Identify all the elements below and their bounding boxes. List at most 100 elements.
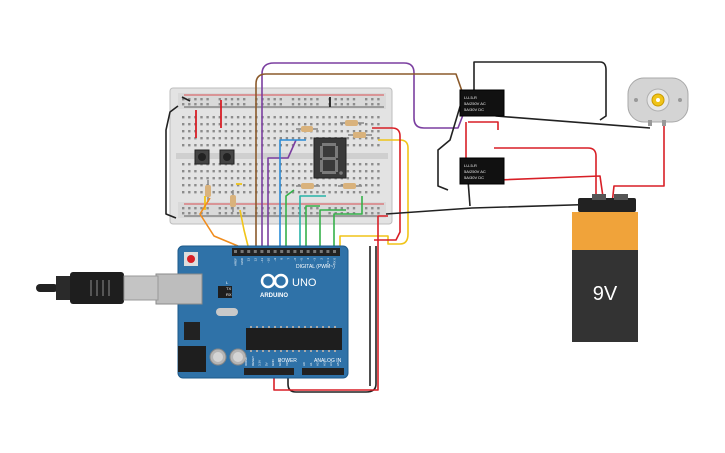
digital-pin[interactable] (293, 250, 297, 253)
push-button-2[interactable] (219, 149, 235, 165)
digital-label: DIGITAL (PWM~) (296, 264, 335, 270)
digital-pin-label: ~5 (300, 258, 304, 262)
power-pin-label: RESET (251, 356, 255, 366)
power-label: POWER (278, 358, 297, 364)
resistor-6[interactable] (205, 180, 211, 202)
wire-purple-display[interactable] (267, 139, 297, 246)
digital-pin[interactable] (300, 250, 303, 253)
wire-blue-display[interactable] (279, 139, 306, 246)
battery-label: 9V (593, 283, 618, 305)
power-pin-label: 3.3V (258, 360, 262, 366)
arduino-infinity-logo (260, 273, 289, 289)
digital-pin-label: 12 (253, 258, 257, 262)
analog-header[interactable] (302, 368, 344, 375)
wire-green-3[interactable] (319, 209, 346, 246)
digital-pin[interactable] (267, 250, 270, 253)
digital-pin[interactable] (319, 250, 323, 253)
analog-label: ANALOG IN (314, 358, 342, 364)
wire-red-5v[interactable] (273, 215, 388, 391)
battery-terminal-positive[interactable] (592, 194, 606, 200)
battery-orange-band (572, 212, 638, 250)
wire-black-left-rail[interactable] (165, 105, 179, 219)
relay-bottom-text-2: 5A/250V AC (464, 169, 486, 174)
wire-black-relays[interactable] (437, 99, 463, 191)
relay-top[interactable]: LU-5-R 5A/250V AC 5A/30V DC (459, 89, 505, 117)
digital-header[interactable] (232, 248, 340, 256)
digital-pin-label: 4 (306, 258, 310, 260)
relay-bottom-text-1: LU-5-R (464, 163, 477, 168)
analog-pin-label: A0 (302, 362, 306, 366)
wire-black-relay-top[interactable] (473, 61, 607, 121)
wire-red-relay-battery[interactable] (494, 147, 597, 204)
rx-label: RX (226, 292, 232, 297)
digital-pin[interactable] (273, 250, 277, 253)
digital-pin[interactable] (326, 250, 330, 253)
arduino-model-text: UNO (292, 277, 317, 289)
digital-pin-label: ~6 (293, 258, 297, 262)
power-header[interactable] (244, 368, 294, 375)
wire-green-2[interactable] (305, 205, 320, 246)
digital-pin[interactable] (240, 250, 244, 253)
arduino-uno-board[interactable]: ARDUINO UNO DIGITAL (PWM~) POWER ANALOG … (155, 245, 349, 379)
wire-red-breadboard[interactable] (372, 127, 401, 241)
digital-pin[interactable] (280, 250, 284, 253)
battery-9v[interactable]: 9V (572, 194, 638, 342)
digital-pin-label: RX 0 (333, 258, 337, 265)
digital-pin-label: 13 (247, 258, 251, 262)
digital-pin-label: TX 1 (326, 258, 330, 265)
wire-purple-to-relay[interactable] (261, 62, 464, 246)
battery-cap (578, 198, 636, 212)
digital-pin[interactable] (253, 250, 257, 253)
power-jack (178, 346, 206, 372)
relay-top-text-2: 5A/250V AC (464, 101, 486, 106)
digital-pin-label: 8 (280, 258, 284, 260)
resistor-7[interactable] (230, 190, 236, 212)
resistor-5[interactable] (338, 183, 362, 189)
digital-pin-label: AREF (234, 258, 238, 266)
digital-pin[interactable] (306, 250, 310, 253)
wire-yellow-2[interactable] (339, 139, 409, 246)
power-pin-label: 5V (264, 362, 268, 366)
wire-black-bb-battery[interactable] (385, 203, 605, 215)
analog-pin-label: A2 (316, 362, 320, 366)
wire-red-relay-short[interactable] (468, 121, 499, 130)
relay-bottom[interactable]: LU-5-R 5A/250V AC 5A/30V DC (459, 157, 505, 185)
push-button-1[interactable] (194, 149, 210, 165)
arduino-logo-text: ARDUINO (260, 293, 288, 299)
analog-pin-label: A3 (322, 362, 326, 366)
dc-motor[interactable] (627, 77, 689, 126)
wires (165, 61, 665, 393)
battery-terminal-negative[interactable] (614, 194, 628, 200)
digital-pin[interactable] (313, 250, 317, 253)
power-pin-label: Vin (285, 361, 289, 366)
wire-red-motor[interactable] (611, 122, 665, 205)
wire-black-relay-motor[interactable] (495, 110, 651, 129)
resistor-2[interactable] (340, 120, 364, 126)
digital-pin[interactable] (234, 250, 237, 253)
digital-pin-label: ~3 (313, 258, 317, 262)
wire-black-gnd[interactable] (287, 246, 377, 393)
digital-pin[interactable] (286, 250, 290, 253)
power-pin-label: IOREF (244, 357, 248, 366)
wire-brown-to-relay[interactable] (255, 73, 464, 246)
wire-green-4[interactable] (333, 196, 363, 246)
relay-top-text-1: LU-5-R (464, 95, 477, 100)
wire-orange[interactable] (199, 197, 239, 247)
power-pin-label: GND (271, 359, 275, 367)
digital-pin[interactable] (247, 250, 251, 253)
digital-pin[interactable] (333, 250, 336, 253)
wire-green-1[interactable] (285, 189, 295, 246)
wire-teal-display[interactable] (299, 195, 326, 246)
resistor-4[interactable] (296, 183, 320, 189)
wire-black-left-top[interactable] (181, 96, 191, 102)
usb-port (155, 273, 203, 305)
digital-pin-label: ~9 (273, 258, 277, 262)
digital-pin-label: ~11 (260, 258, 264, 263)
tx-label: TX (226, 286, 231, 291)
digital-pin[interactable] (260, 250, 264, 253)
resistor-1[interactable] (296, 126, 318, 132)
seven-segment-display[interactable] (313, 137, 347, 179)
resistor-3[interactable] (348, 132, 372, 138)
wire-yellow-1[interactable] (239, 209, 249, 247)
